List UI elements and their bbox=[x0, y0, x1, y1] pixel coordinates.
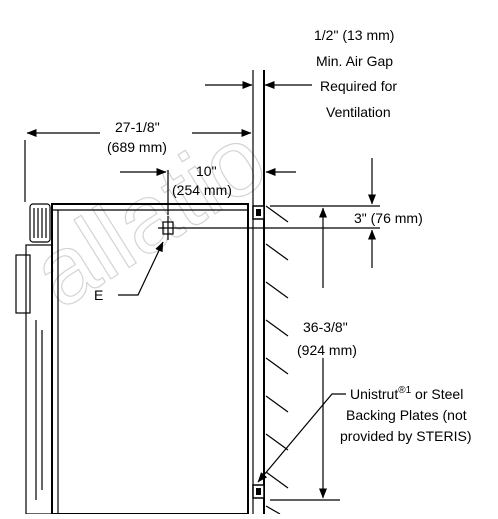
offset-dimension bbox=[120, 168, 296, 215]
unistrut-leader bbox=[257, 393, 346, 483]
height-mm: (924 mm) bbox=[297, 342, 357, 358]
vent-grille bbox=[29, 203, 51, 243]
air-gap-line-4: Ventilation bbox=[326, 104, 391, 120]
unistrut-rest: or Steel bbox=[411, 386, 463, 402]
air-gap-line-1: 1/2" (13 mm) bbox=[314, 27, 394, 43]
overall-width-dimension bbox=[24, 129, 252, 202]
top-gap-dimension bbox=[178, 158, 380, 268]
machine-body bbox=[15, 203, 265, 515]
top-gap-label: 3" (76 mm) bbox=[354, 210, 423, 226]
point-e-leader bbox=[118, 241, 164, 296]
air-gap-line-2: Min. Air Gap bbox=[316, 53, 393, 69]
height-in: 36-3/8" bbox=[303, 319, 348, 335]
point-e-label: E bbox=[94, 287, 103, 303]
offset-mm: (254 mm) bbox=[172, 182, 232, 198]
overall-width-mm: (689 mm) bbox=[107, 139, 167, 155]
unistrut-line-1: Unistrut®1 or Steel bbox=[350, 385, 463, 402]
point-e-marker bbox=[158, 216, 178, 240]
unistrut-sup: ®1 bbox=[398, 385, 411, 396]
wall bbox=[252, 70, 289, 515]
backing-line-3: provided by STERIS) bbox=[340, 428, 472, 444]
backing-line-2: Backing Plates (not bbox=[346, 407, 467, 423]
unistrut-name: Unistrut bbox=[350, 386, 398, 402]
air-gap-line-3: Required for bbox=[320, 78, 397, 94]
overall-width-in: 27-1/8" bbox=[115, 119, 160, 135]
backing-plates bbox=[252, 205, 265, 499]
wall-hatching bbox=[265, 205, 289, 515]
height-dimension bbox=[270, 207, 340, 501]
offset-in: 10" bbox=[196, 163, 217, 179]
